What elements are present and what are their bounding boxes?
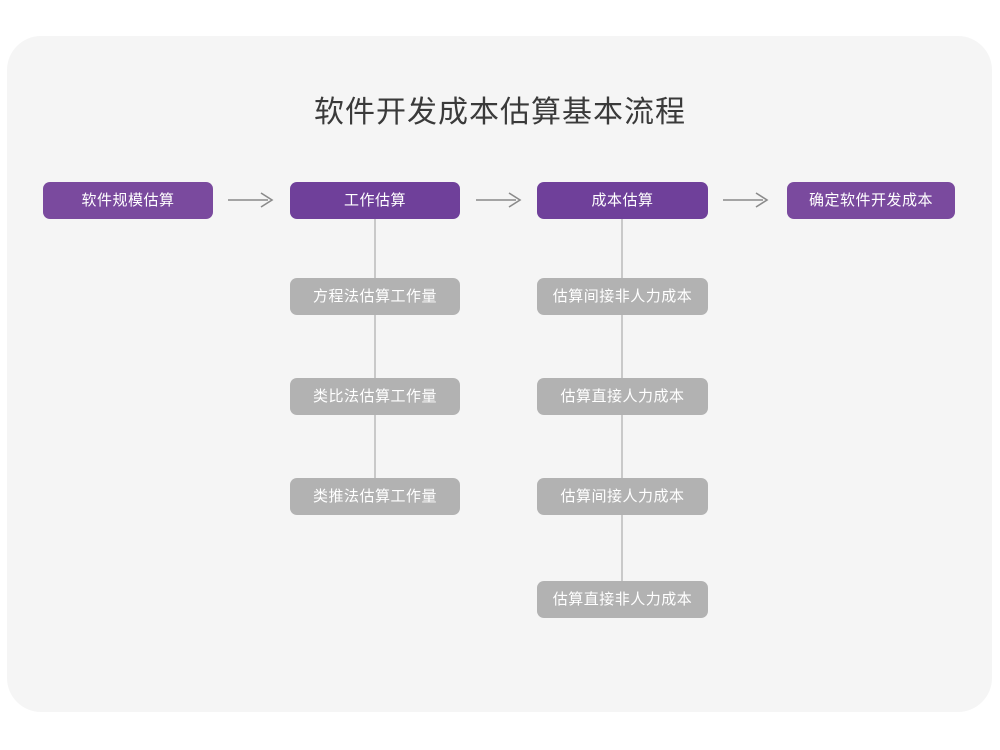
stage-node-3[interactable]: 成本估算	[537, 182, 708, 219]
connector-branch2-seg1	[621, 219, 623, 279]
arrow-1	[228, 190, 274, 210]
sub-node-b1-1[interactable]: 方程法估算工作量	[290, 278, 460, 315]
sub-node-b2-2[interactable]: 估算直接人力成本	[537, 378, 708, 415]
sub-node-b1-2[interactable]: 类比法估算工作量	[290, 378, 460, 415]
connector-branch2-seg3	[621, 415, 623, 479]
stage-node-1[interactable]: 软件规模估算	[43, 182, 213, 219]
sub-node-b2-1[interactable]: 估算间接非人力成本	[537, 278, 708, 315]
page-title: 软件开发成本估算基本流程	[314, 96, 686, 129]
sub-node-b1-3[interactable]: 类推法估算工作量	[290, 478, 460, 515]
arrow-2	[476, 190, 522, 210]
connector-branch1-seg2	[374, 315, 376, 379]
connector-branch2-seg4	[621, 515, 623, 581]
sub-node-b2-3[interactable]: 估算间接人力成本	[537, 478, 708, 515]
connector-branch1-seg3	[374, 415, 376, 479]
connector-branch1-seg1	[374, 219, 376, 279]
diagram-card	[7, 36, 992, 712]
arrow-3	[723, 190, 769, 210]
connector-branch2-seg2	[621, 315, 623, 379]
stage-node-4[interactable]: 确定软件开发成本	[787, 182, 955, 219]
stage-node-2[interactable]: 工作估算	[290, 182, 460, 219]
sub-node-b2-4[interactable]: 估算直接非人力成本	[537, 581, 708, 618]
